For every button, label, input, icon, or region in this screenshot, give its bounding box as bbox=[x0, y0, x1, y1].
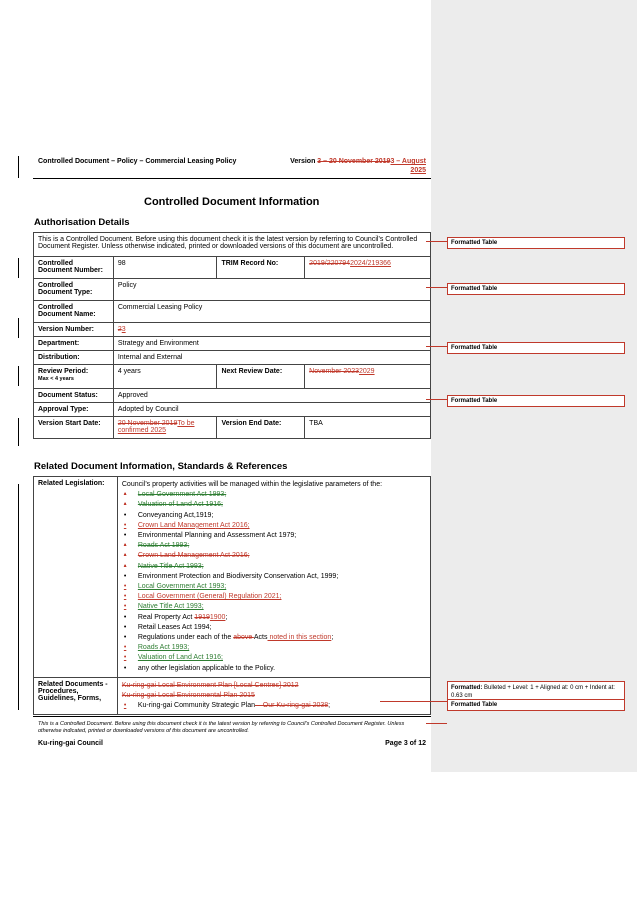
version-label: Version Number: bbox=[33, 322, 114, 337]
legislation-cell: Council’s property activities will be ma… bbox=[116, 476, 432, 678]
legislation-item: •Native Title Act 1993; bbox=[123, 603, 204, 611]
legislation-item: •Real Property Act 19191900; bbox=[123, 613, 228, 621]
comment-formatted-table[interactable]: Formatted Table bbox=[447, 395, 625, 407]
next-review-label: Next Review Date: bbox=[216, 364, 306, 389]
name-value: Commercial Leasing Policy bbox=[112, 300, 432, 323]
legislation-item: •Local Government Act 1993; bbox=[123, 491, 227, 499]
comment-formatted-table[interactable]: Formatted Table bbox=[447, 237, 625, 249]
version-value: 23 bbox=[112, 322, 432, 337]
legislation-item: •Regulations under each of the above Act… bbox=[123, 634, 334, 642]
legislation-intro: Council’s property activities will be ma… bbox=[121, 481, 383, 488]
doc-number: 98 bbox=[112, 256, 218, 279]
auth-heading: Authorisation Details bbox=[34, 217, 130, 228]
legislation-label: Related Legislation: bbox=[33, 476, 118, 678]
legislation-item: •Environment Protection and Biodiversity… bbox=[123, 572, 339, 580]
status-value: Approved bbox=[112, 388, 432, 403]
balloon-connector bbox=[426, 241, 447, 242]
authorisation-table: This is a Controlled Document. Before us… bbox=[33, 232, 432, 439]
approval-value: Adopted by Council bbox=[112, 402, 432, 417]
doc-deleted: Ku-ring-gai Local Environmental Plan 201… bbox=[121, 692, 255, 700]
balloon-connector bbox=[426, 346, 447, 347]
dist-label: Distribution: bbox=[33, 350, 114, 365]
type-label: Controlled Document Type: bbox=[33, 278, 114, 301]
legislation-item: •Crown Land Management Act 2016; bbox=[123, 552, 250, 560]
review-label: Review Period:Max < 4 years bbox=[33, 364, 114, 389]
end-value: TBA bbox=[304, 416, 431, 439]
legislation-item: •Local Government Act 1993; bbox=[123, 583, 227, 591]
legislation-item: •Valuation of Land Act 1916; bbox=[123, 501, 223, 509]
doc-number-label: Controlled Document Number: bbox=[33, 256, 114, 279]
footer-note: This is a Controlled Document. Before us… bbox=[38, 721, 405, 734]
legislation-item: •any other legislation applicable to the… bbox=[123, 664, 276, 672]
legislation-item: •Local Government (General) Regulation 2… bbox=[123, 593, 282, 601]
balloon-connector bbox=[426, 399, 447, 400]
header-version: Version 3 – 20 November 20193 – August 2… bbox=[290, 158, 426, 174]
type-value: Policy bbox=[112, 278, 432, 301]
related-table: Related Legislation: Council’s property … bbox=[33, 476, 432, 716]
doc-item: •Ku-ring-gai Community Strategic Plan – … bbox=[123, 702, 331, 710]
docs-label: Related Documents - Procedures, Guidelin… bbox=[33, 676, 118, 716]
page-title: Controlled Document Information bbox=[144, 196, 320, 208]
dept-label: Department: bbox=[33, 336, 114, 351]
footer-page: Page 3 of 12 bbox=[385, 740, 426, 747]
balloon-connector bbox=[380, 701, 447, 702]
trim-label: TRIM Record No: bbox=[216, 256, 306, 279]
change-bar bbox=[18, 418, 19, 446]
review-value: 4 years bbox=[112, 364, 218, 389]
balloon-connector bbox=[426, 723, 447, 724]
legislation-item: •Retail Leases Act 1994; bbox=[123, 623, 212, 631]
legislation-item: •Valuation of Land Act 1916; bbox=[123, 654, 223, 662]
start-value: 20 November 2019To be confirmed 2025 bbox=[112, 416, 218, 439]
related-heading: Related Document Information, Standards … bbox=[34, 461, 288, 472]
change-bar bbox=[18, 156, 19, 178]
auth-intro: This is a Controlled Document. Before us… bbox=[33, 232, 431, 257]
legislation-item: •Native Title Act 1993; bbox=[123, 562, 204, 570]
legislation-item: •Crown Land Management Act 2016; bbox=[123, 521, 250, 529]
change-bar bbox=[18, 258, 19, 278]
balloon-connector bbox=[426, 287, 447, 288]
legislation-item: •Roads Act 1993; bbox=[123, 542, 190, 550]
footer-rule bbox=[33, 716, 431, 717]
dept-value: Strategy and Environment bbox=[112, 336, 432, 351]
end-label: Version End Date: bbox=[216, 416, 306, 439]
name-label: Controlled Document Name: bbox=[33, 300, 114, 323]
change-bar bbox=[18, 484, 19, 710]
trim-value: 2019/2207942024/219366 bbox=[304, 256, 431, 279]
header-rule bbox=[33, 178, 431, 179]
change-bar bbox=[18, 318, 19, 338]
start-label: Version Start Date: bbox=[33, 416, 114, 439]
comment-formatted-table[interactable]: Formatted Table bbox=[447, 283, 625, 295]
doc-deleted: Ku-ring-gai Local Environment Plan [Loca… bbox=[121, 681, 299, 689]
footer-org: Ku-ring-gai Council bbox=[38, 740, 103, 747]
approval-label: Approval Type: bbox=[33, 402, 114, 417]
docs-cell: Ku-ring-gai Local Environment Plan [Loca… bbox=[116, 676, 432, 716]
dist-value: Internal and External bbox=[112, 350, 432, 365]
legislation-item: •Roads Act 1993; bbox=[123, 644, 190, 652]
header-title: Controlled Document – Policy – Commercia… bbox=[38, 158, 237, 165]
comment-formatted-table[interactable]: Formatted Table bbox=[447, 699, 625, 711]
legislation-item: •Conveyancing Act,1919; bbox=[123, 511, 214, 519]
legislation-item: •Environmental Planning and Assessment A… bbox=[123, 532, 297, 540]
legislation-list: •Local Government Act 1993; •Valuation of… bbox=[122, 490, 426, 674]
status-label: Document Status: bbox=[33, 388, 114, 403]
next-review-value: November 20232029 bbox=[304, 364, 431, 389]
markup-pane bbox=[431, 0, 637, 772]
change-bar bbox=[18, 366, 19, 386]
comment-formatted-table[interactable]: Formatted Table bbox=[447, 342, 625, 354]
